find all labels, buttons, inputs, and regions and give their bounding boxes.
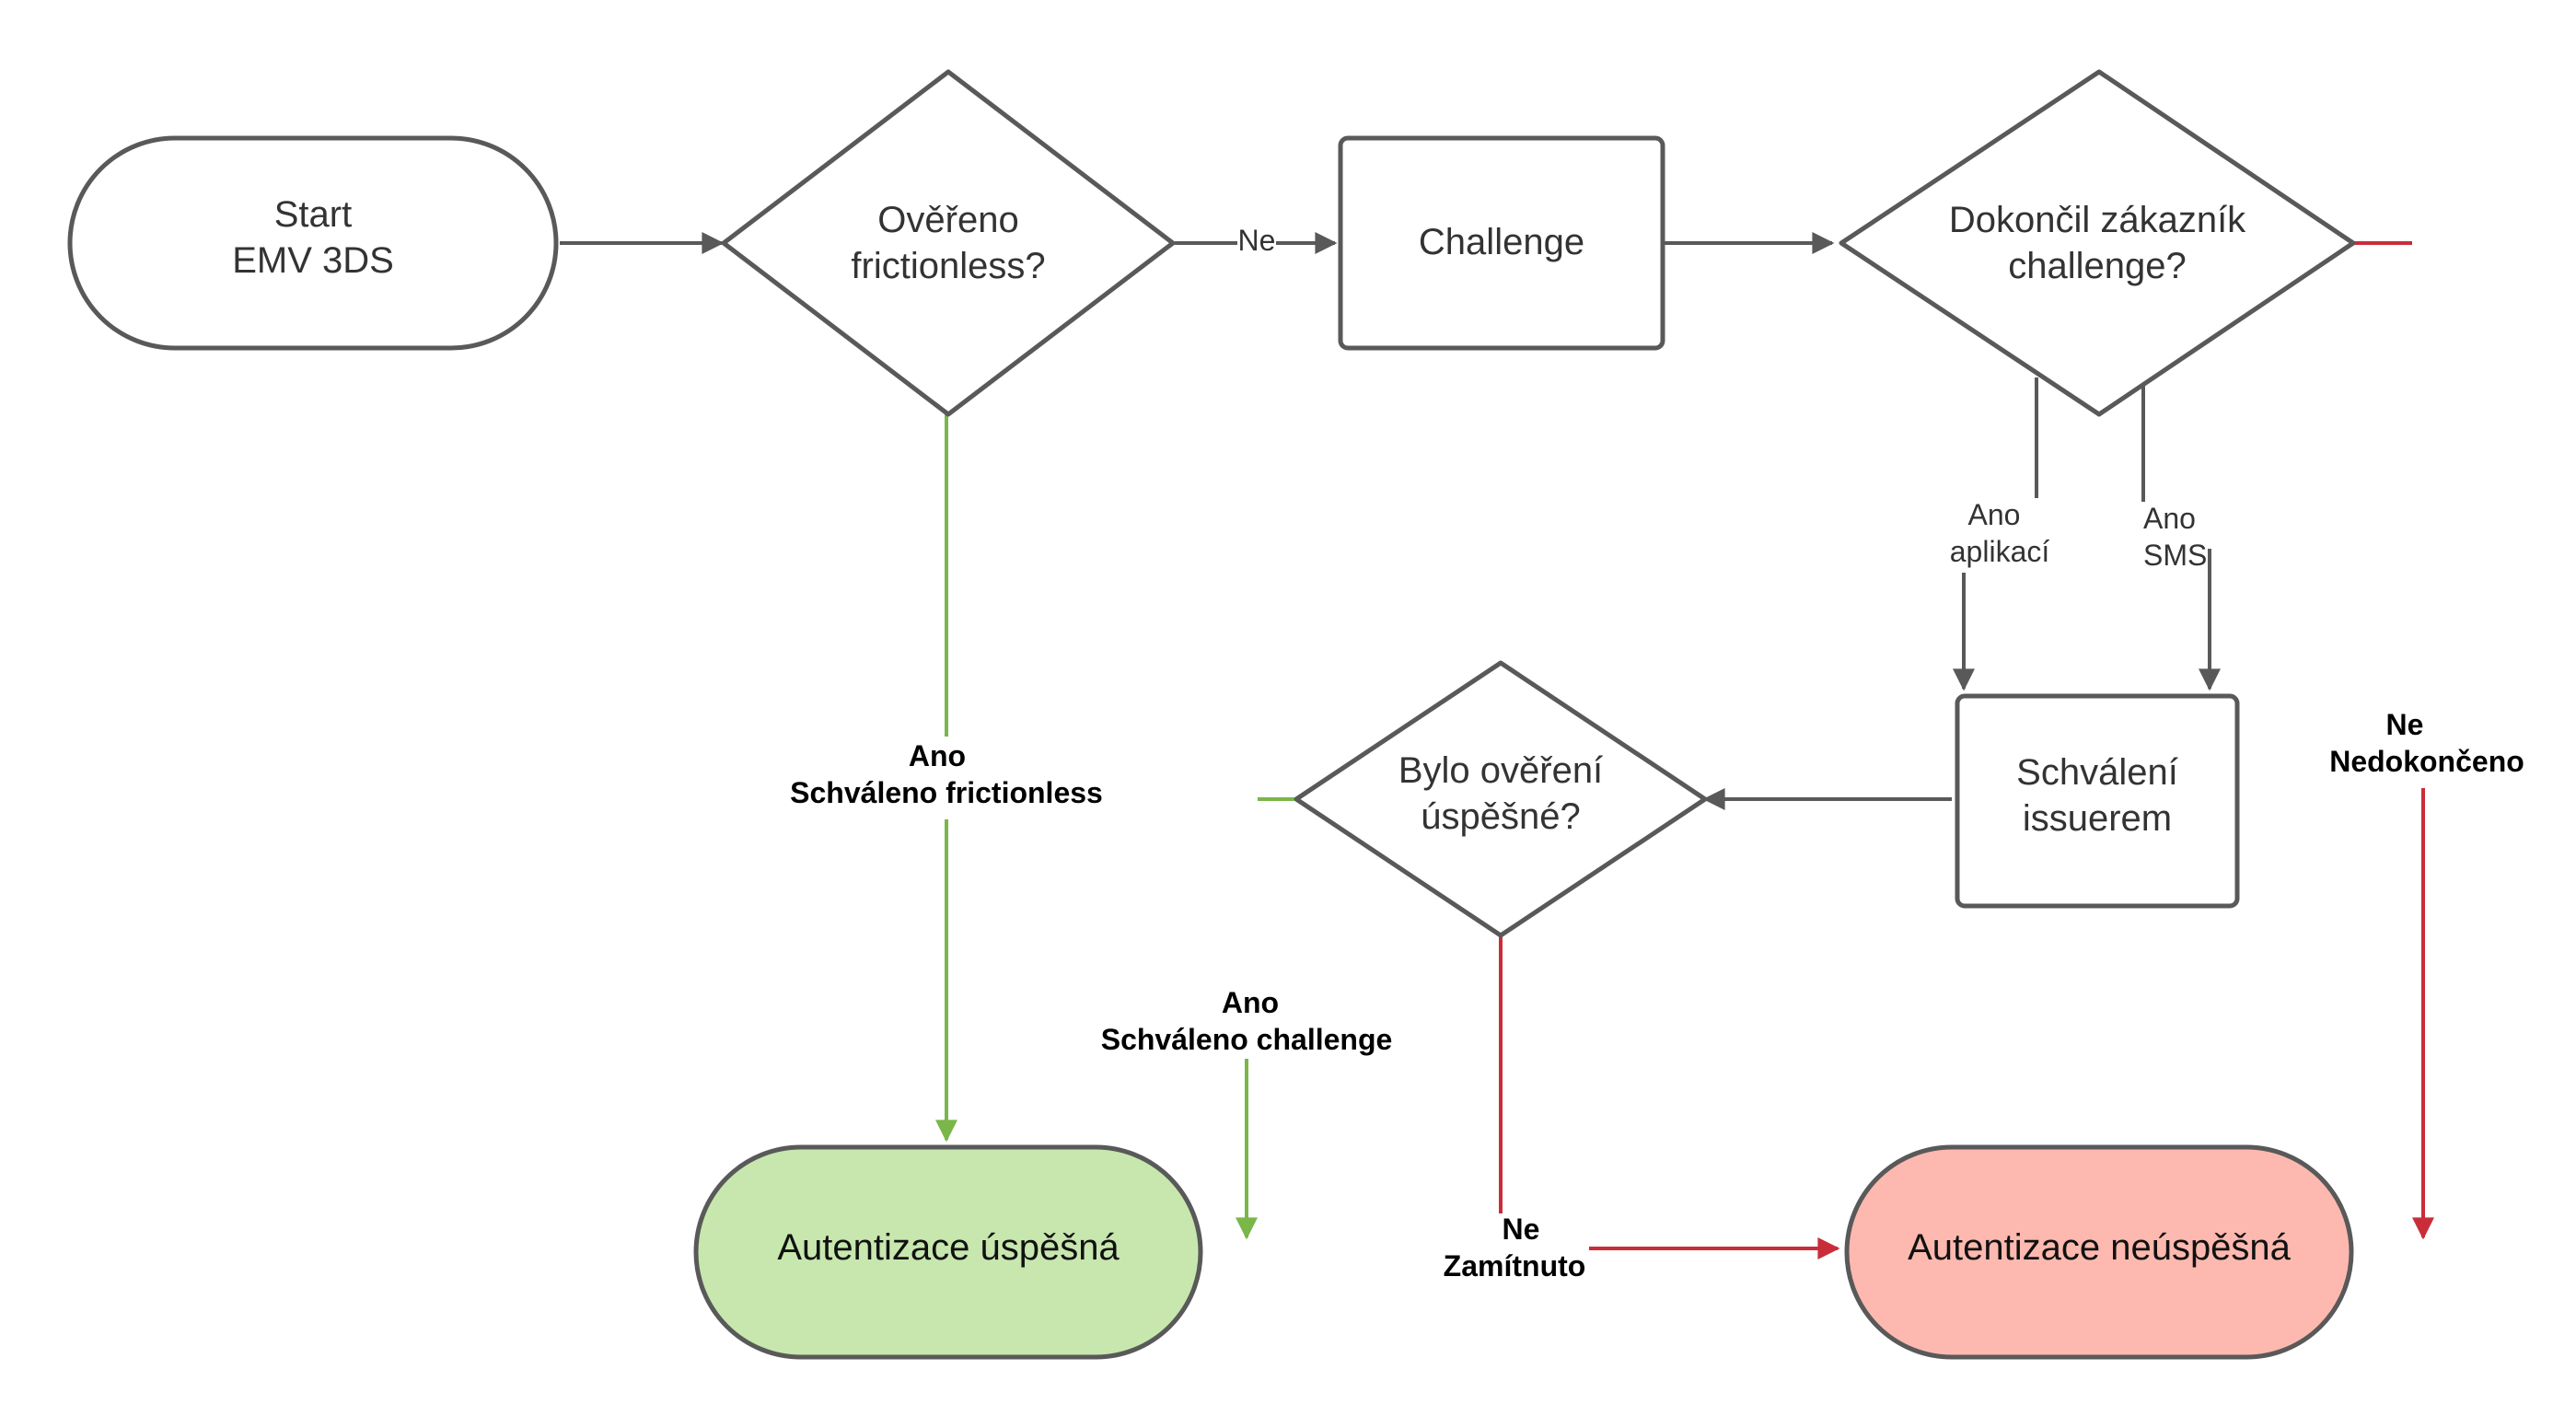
edge-label-frictionless-yes-1: Ano [909, 739, 966, 772]
node-frictionless-check-line2: frictionless? [851, 246, 1045, 286]
node-challenge-label: Challenge [1419, 222, 1584, 262]
edge-label-challenge-app-1: Ano [1968, 498, 2021, 531]
edge-label-challenge-app-2: aplikací [1950, 535, 2050, 568]
node-challenge-done-check-line1: Dokončil zákazník [1949, 200, 2246, 240]
node-start-line2: EMV 3DS [232, 240, 394, 281]
edge-label-challenge-sms-1: Ano [2143, 502, 2196, 535]
edge-label-challenge-not-done-1: Ne [2386, 708, 2424, 741]
node-frictionless-check: Ověřeno frictionless? [721, 69, 1176, 417]
edge-label-frictionless-no: Ne [1238, 224, 1276, 257]
edge-label-verification-yes-2: Schváleno challenge [1101, 1023, 1393, 1056]
edge-label-challenge-not-done-2: Nedokončeno [2329, 745, 2524, 778]
node-auth-fail: Autentizace neúspěšná [1844, 1144, 2354, 1360]
node-auth-success: Autentizace úspěšná [693, 1144, 1203, 1360]
edge-label-challenge-sms-2: SMS [2143, 539, 2207, 572]
edge-label-frictionless-yes-2: Schváleno frictionless [790, 776, 1103, 809]
edge-label-verification-no-1: Ne [1503, 1213, 1540, 1246]
node-challenge-done-check: Dokončil zákazník challenge? [1839, 69, 2356, 417]
node-start-line1: Start [274, 194, 352, 235]
node-start: Start EMV 3DS [67, 135, 559, 351]
edge-label-verification-yes-1: Ano [1222, 986, 1279, 1019]
node-issuer-approval-line2: issuerem [2023, 798, 2172, 839]
edge-label-verification-no-2: Zamítnuto [1444, 1249, 1586, 1283]
node-auth-fail-label: Autentizace neúspěšná [1908, 1227, 2292, 1268]
node-issuer-approval: Schválení issuerem [1955, 693, 2240, 909]
node-issuer-approval-line1: Schválení [2016, 752, 2178, 793]
node-challenge-done-check-line2: challenge? [2008, 246, 2187, 286]
node-verification-check-line1: Bylo ověření [1398, 750, 1603, 791]
node-frictionless-check-line1: Ověřeno [877, 200, 1018, 240]
node-verification-check-line2: úspěšné? [1421, 796, 1580, 837]
node-verification-check: Bylo ověření úspěšné? [1294, 660, 1708, 938]
node-challenge: Challenge [1338, 135, 1665, 351]
node-auth-success-label: Autentizace úspěšná [777, 1227, 1120, 1268]
